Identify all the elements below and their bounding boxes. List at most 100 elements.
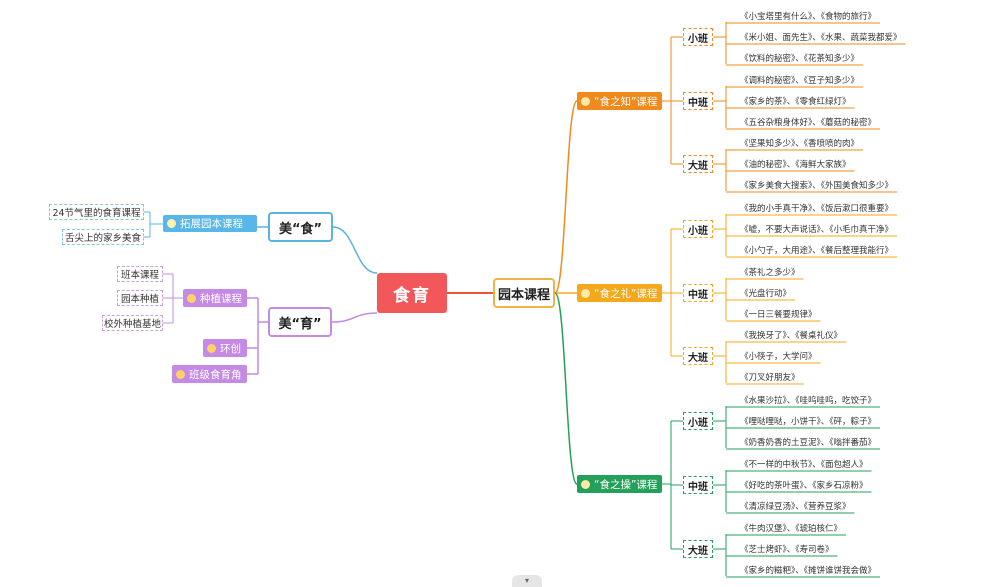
main-node-mei-shi[interactable]: 美“食”: [268, 212, 333, 242]
leaf-1-1-1-label: 《小宝塔里有什么》、《食物的旅行》: [740, 12, 877, 22]
leaf-3-2-2-label: 《好吃的茶叶蛋》、《家乡石凉粉》: [740, 481, 868, 491]
leaf-3-2-2[interactable]: 《好吃的茶叶蛋》、《家乡石凉粉》: [738, 478, 870, 492]
leaf-1-2-3-label: 《五谷杂粮身体好》、《蘑菇的秘密》: [740, 118, 877, 128]
class-node-2-2[interactable]: 中班: [683, 284, 713, 302]
class-node-1-1-label: 小班: [688, 33, 708, 45]
leaf-2-2-1-label: 《茶礼之多少》: [740, 268, 800, 278]
class-node-2-1[interactable]: 小班: [683, 220, 713, 238]
topic-node-1[interactable]: “食之知”课程: [577, 92, 662, 110]
class-node-3-1-label: 小班: [688, 417, 708, 429]
leaf-3-3-3-label: 《家乡的糍粑》、《摊饼谁饼我会做》: [740, 566, 877, 576]
leaf-2-2-2[interactable]: 《光盘行动》: [738, 286, 793, 300]
collapse-tab-icon[interactable]: ▾: [512, 575, 542, 587]
class-node-1-3-label: 大班: [688, 160, 708, 172]
leaf-3-2-3[interactable]: 《清凉绿豆汤》、《营养豆浆》: [738, 499, 853, 513]
root-node-label: 食育: [393, 285, 431, 306]
globe-icon: [581, 96, 590, 106]
main-node-curriculum[interactable]: 园本课程: [493, 278, 555, 308]
main-node-mei-yu-label: 美“育”: [278, 316, 322, 332]
leaf-2-3-1-label: 《我换牙了》、《餐桌礼仪》: [740, 331, 843, 341]
leaf-3-3-1[interactable]: 《牛肉汉堡》、《琥珀核仁》: [738, 521, 844, 535]
class-node-2-3[interactable]: 大班: [683, 347, 713, 365]
leaf-2-3-2[interactable]: 《小筷子，大学问》: [738, 349, 819, 363]
connector-curve: [554, 100, 578, 294]
leaf-3-3-1-label: 《牛肉汉堡》、《琥珀核仁》: [740, 524, 843, 534]
plant-item-3-label: 校外种植基地: [103, 319, 161, 330]
leaf-3-1-1-label: 《水果沙拉》、《哇呜哇呜，吃饺子》: [740, 396, 877, 406]
leaf-2-1-1[interactable]: 《我的小手真干净》、《饭后漱口很重要》: [738, 201, 895, 215]
plant-item-2[interactable]: 园本种植: [117, 290, 163, 306]
extend-item-2[interactable]: 舌尖上的家乡美食: [62, 229, 144, 245]
plant-item-3[interactable]: 校外种植基地: [102, 315, 163, 331]
flower-icon: [176, 369, 185, 379]
leaf-3-1-2-label: 《哩哒哩哒，小饼干》、《砰，粽子》: [740, 417, 877, 427]
leaf-2-1-3[interactable]: 《小勺子，大用途》、《餐后整理我能行》: [738, 243, 895, 257]
leaf-1-2-2[interactable]: 《家乡的茶》、《零食红绿灯》: [738, 94, 853, 108]
leaf-1-1-1[interactable]: 《小宝塔里有什么》、《食物的旅行》: [738, 9, 878, 23]
topic-node-yu-3-label: 班级食育角: [189, 368, 242, 381]
leaf-1-3-1[interactable]: 《坚果知多少》、《香喷喷的肉》: [738, 136, 861, 150]
class-node-1-2[interactable]: 中班: [683, 92, 713, 110]
root-node[interactable]: 食育: [377, 273, 447, 313]
class-node-1-1[interactable]: 小班: [683, 28, 713, 46]
topic-node-3-label: “食之操”课程: [594, 478, 658, 491]
topic-node-extend[interactable]: 拓展园本课程: [163, 215, 257, 232]
leaf-1-2-3[interactable]: 《五谷杂粮身体好》、《蘑菇的秘密》: [738, 115, 878, 129]
leaf-3-1-3[interactable]: 《奶香奶香的土豆泥》、《嗡拌番茄》: [738, 435, 878, 449]
leaf-3-1-1[interactable]: 《水果沙拉》、《哇呜哇呜，吃饺子》: [738, 393, 878, 407]
leaf-1-2-2-label: 《家乡的茶》、《零食红绿灯》: [740, 97, 851, 107]
leaf-2-2-3[interactable]: 《一日三餐要规律》: [738, 307, 819, 321]
leaf-1-1-3[interactable]: 《饮料的秘密》、《花茶知多少》: [738, 51, 861, 65]
topic-node-2[interactable]: “食之礼”课程: [577, 284, 662, 302]
topic-node-3[interactable]: “食之操”课程: [577, 475, 662, 493]
leaf-3-3-3[interactable]: 《家乡的糍粑》、《摊饼谁饼我会做》: [738, 563, 878, 577]
leaf-3-3-2[interactable]: 《芝士烤虾》、《寿司卷》: [738, 542, 836, 556]
main-node-mei-yu[interactable]: 美“育”: [268, 307, 332, 337]
leaf-1-1-2[interactable]: 《米小姐、面先生》、《水果、蔬菜我都爱》: [738, 30, 904, 44]
leaf-2-3-3-label: 《刀叉好朋友》: [740, 373, 800, 383]
leaf-2-3-1[interactable]: 《我换牙了》、《餐桌礼仪》: [738, 328, 844, 342]
class-node-2-1-label: 小班: [688, 225, 708, 237]
connector-curve: [554, 292, 578, 485]
leaf-2-1-2[interactable]: 《嘘，不要大声说话》、《小毛巾真干净》: [738, 222, 895, 236]
connector-curve: [331, 312, 378, 323]
topic-node-yu-2[interactable]: 环创: [203, 339, 247, 357]
leaf-2-1-1-label: 《我的小手真干净》、《饭后漱口很重要》: [740, 204, 894, 214]
extend-item-1[interactable]: 24节气里的食育课程: [49, 204, 144, 220]
leaf-2-2-3-label: 《一日三餐要规律》: [740, 310, 817, 320]
leaf-2-1-2-label: 《嘘，不要大声说话》、《小毛巾真干净》: [740, 225, 894, 235]
class-node-1-3[interactable]: 大班: [683, 155, 713, 173]
lightbulb-icon: [581, 479, 590, 489]
class-node-3-3[interactable]: 大班: [683, 540, 713, 558]
leaf-1-3-2-label: 《油的秘密》、《海鲜大家族》: [740, 160, 851, 170]
leaf-1-3-1-label: 《坚果知多少》、《香喷喷的肉》: [740, 139, 860, 149]
topic-node-1-label: “食之知”课程: [594, 95, 658, 108]
leaf-3-2-1[interactable]: 《不一样的中秋节》、《面包超人》: [738, 457, 870, 471]
class-node-3-2-label: 中班: [688, 481, 708, 493]
class-node-3-2[interactable]: 中班: [683, 476, 713, 494]
leaf-3-1-2[interactable]: 《哩哒哩哒，小饼干》、《砰，粽子》: [738, 414, 878, 428]
leaf-1-2-1[interactable]: 《调料的秘密》、《豆子知多少》: [738, 73, 861, 87]
class-node-2-2-label: 中班: [688, 289, 708, 301]
leaf-2-2-1[interactable]: 《茶礼之多少》: [738, 265, 802, 279]
topic-node-yu-3[interactable]: 班级食育角: [172, 365, 247, 383]
leaf-2-3-3[interactable]: 《刀叉好朋友》: [738, 370, 802, 384]
leaf-1-2-1-label: 《调料的秘密》、《豆子知多少》: [740, 76, 860, 86]
leaf-3-2-3-label: 《清凉绿豆汤》、《营养豆浆》: [740, 502, 851, 512]
class-node-3-3-label: 大班: [688, 545, 708, 557]
extend-item-1-label: 24节气里的食育课程: [52, 208, 141, 219]
class-node-2-3-label: 大班: [688, 352, 708, 364]
leaf-1-3-2[interactable]: 《油的秘密》、《海鲜大家族》: [738, 157, 853, 171]
leaf-1-3-3[interactable]: 《家乡美食大搜索》、《外国美食知多少》: [738, 178, 895, 192]
class-node-1-2-label: 中班: [688, 97, 708, 109]
class-node-3-1[interactable]: 小班: [683, 412, 713, 430]
leaf-3-3-2-label: 《芝士烤虾》、《寿司卷》: [740, 545, 834, 555]
plant-item-1[interactable]: 班本课程: [117, 266, 163, 282]
leaf-2-1-3-label: 《小勺子，大用途》、《餐后整理我能行》: [740, 246, 894, 256]
topic-node-yu-2-label: 环创: [220, 342, 241, 355]
main-node-curriculum-label: 园本课程: [497, 287, 550, 303]
topic-node-yu-1[interactable]: 种植课程: [183, 289, 247, 307]
lightbulb-icon: [167, 219, 176, 228]
leaf-1-1-2-label: 《米小姐、面先生》、《水果、蔬菜我都爱》: [740, 33, 902, 43]
